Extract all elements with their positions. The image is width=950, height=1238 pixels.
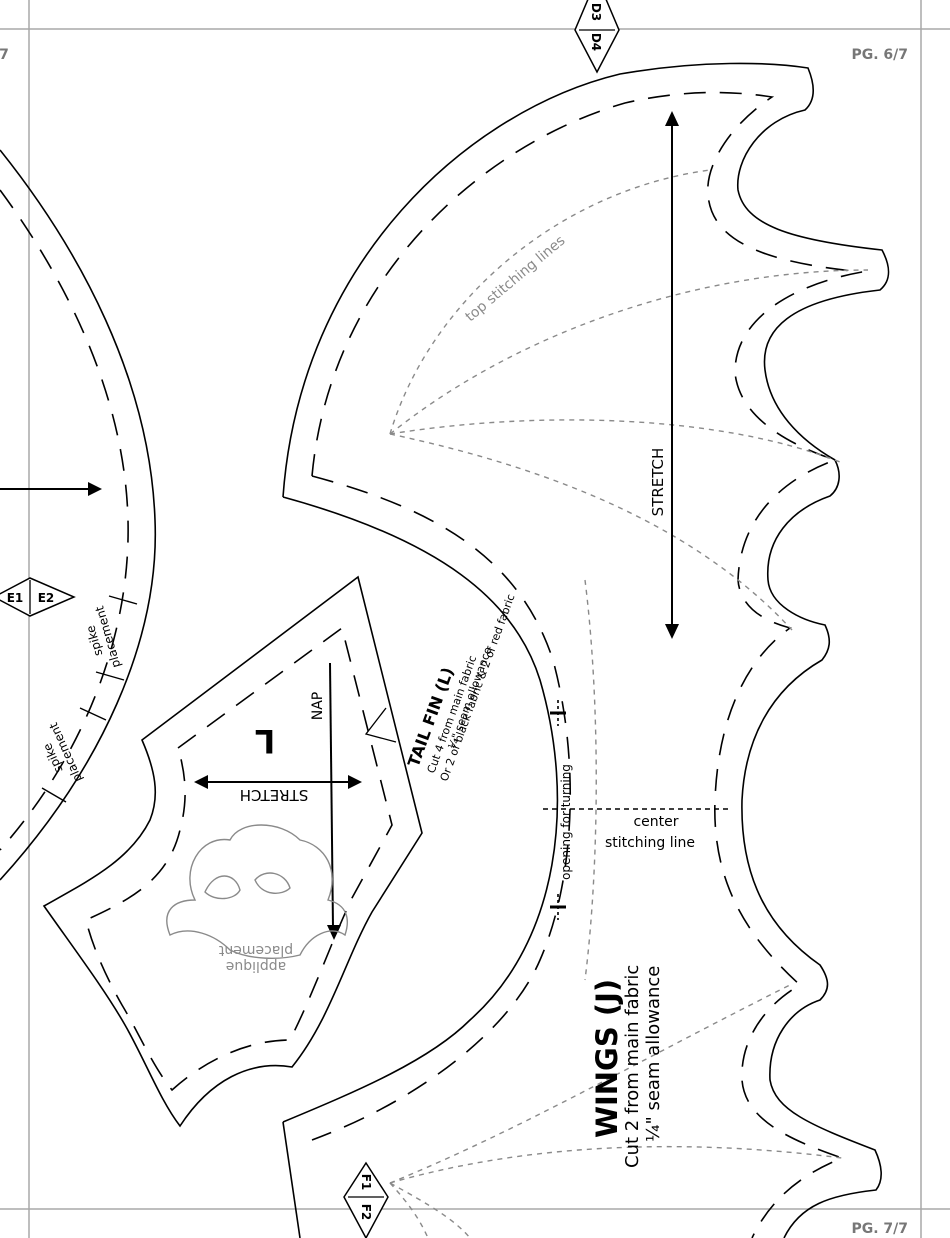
nap-label: NAP [310, 692, 326, 721]
svg-text:D4: D4 [589, 33, 603, 51]
svg-text:F1: F1 [359, 1174, 373, 1191]
page-label-top-right: PG. 6/7 [851, 47, 908, 63]
applique-label-1: applique [226, 958, 287, 974]
marker-d: D3 D4 [574, 0, 620, 74]
marker-f: F1 F2 [343, 1161, 389, 1238]
wings-title: WINGS (J) [590, 979, 624, 1138]
top-stitching-lines [389, 169, 869, 1238]
top-stitching-label: top stitching lines [462, 233, 568, 325]
applique-shape [166, 824, 348, 959]
wings-allowance-text: ¼" seam allowance [643, 966, 664, 1142]
center-label-2: stitching line [605, 835, 695, 851]
page-label-bottom-right: PG. 7/7 [851, 1221, 908, 1237]
spike-label-lower: spike placement [40, 720, 85, 784]
tail-fin-letter: L [255, 722, 275, 760]
svg-text:E2: E2 [38, 591, 55, 605]
page-label-top-left: /7 [0, 47, 9, 63]
wings-piece: top stitching lines STRETCH center stitc… [282, 62, 890, 1238]
wings-cut-text: Cut 2 from main fabric [622, 965, 643, 1168]
svg-text:D3: D3 [589, 3, 603, 21]
tail-fin-stretch-label: STRETCH [240, 786, 309, 804]
applique-label-2: placement [218, 942, 293, 958]
svg-text:F2: F2 [359, 1204, 373, 1221]
svg-text:E1: E1 [7, 591, 24, 605]
spike-label-upper: spike placement [83, 604, 123, 669]
center-label-1: center [633, 814, 678, 830]
opening-label: opening for turning [559, 764, 573, 880]
left-piece: spike placement spike placement [0, 149, 157, 881]
wings-stretch-label: STRETCH [649, 448, 667, 517]
marker-e: E1 E2 [0, 577, 76, 617]
